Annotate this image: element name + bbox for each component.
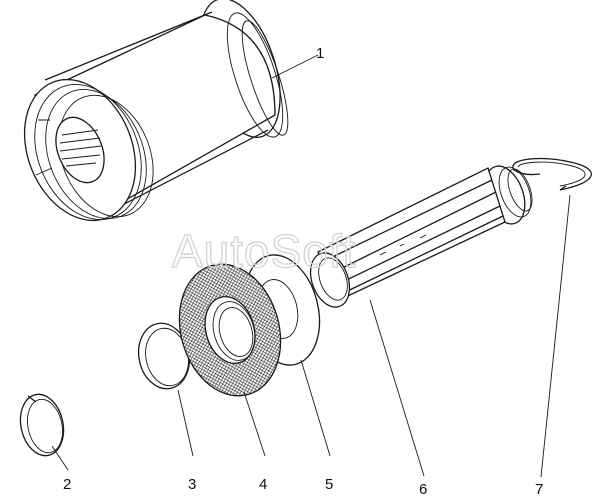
callout-7: 7 xyxy=(535,481,543,498)
part-4-mesh-gasket xyxy=(178,263,282,397)
part-2-retaining-ring xyxy=(19,393,65,457)
callout-3: 3 xyxy=(188,476,196,493)
watermark-text: AutoSoft xyxy=(172,225,356,277)
part-7-snap-ring xyxy=(512,157,592,191)
part-1-filter-cylinder xyxy=(23,0,289,222)
callout-1: 1 xyxy=(316,45,324,62)
callout-4: 4 xyxy=(259,476,267,493)
callout-5: 5 xyxy=(325,476,333,493)
part-6-slotted-tube xyxy=(309,165,533,308)
callout-labels: 1 2 3 4 5 6 7 xyxy=(63,45,543,498)
callout-6: 6 xyxy=(419,481,427,498)
leader-lines xyxy=(51,54,571,478)
callout-2: 2 xyxy=(63,476,71,493)
